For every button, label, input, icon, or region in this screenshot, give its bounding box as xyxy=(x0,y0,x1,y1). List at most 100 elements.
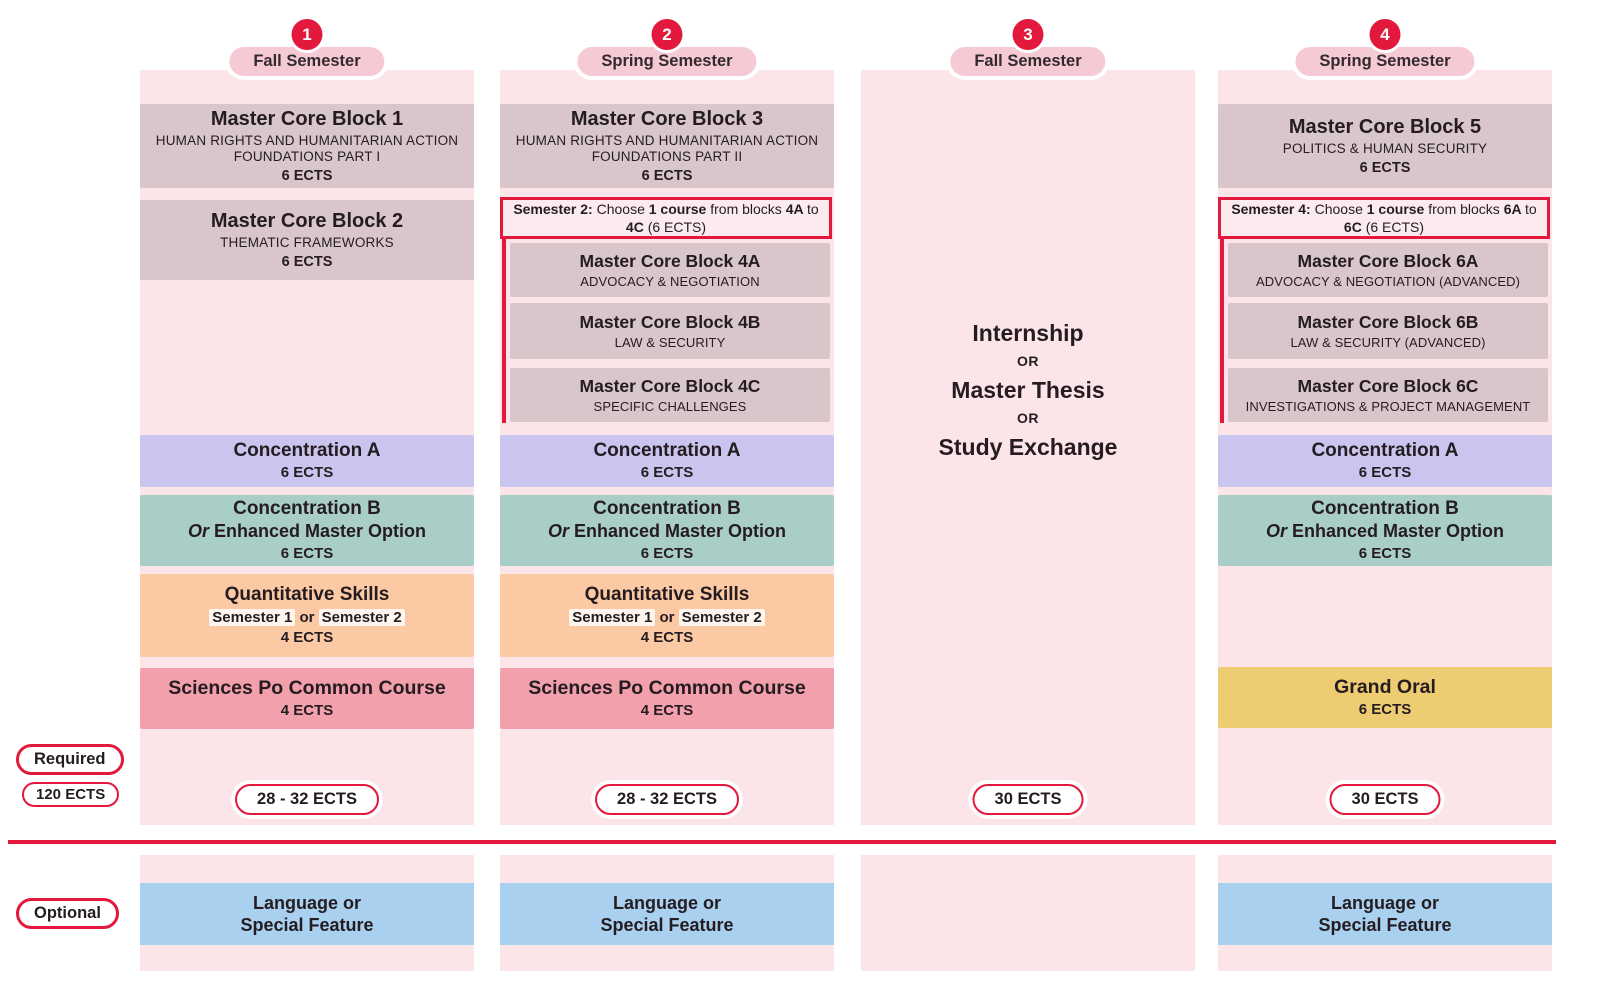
semester-number-badge: 3 xyxy=(1012,19,1044,50)
core-block-4b: Master Core Block 4B LAW & SECURITY xyxy=(510,303,830,359)
language-special-feature-block: Language or Special Feature xyxy=(500,883,834,945)
ects-total: 30 ECTS xyxy=(994,790,1062,808)
block-ects: 6 ECTS xyxy=(281,253,333,270)
total-ects-pill: 120 ECTS xyxy=(22,782,120,807)
semester-label: Fall Semester xyxy=(974,52,1082,70)
core-block-4a: Master Core Block 4A ADVOCACY & NEGOTIAT… xyxy=(510,243,830,297)
block-ects: 6 ECTS xyxy=(1358,701,1412,719)
block-ects: 6 ECTS xyxy=(640,464,694,482)
semester-label: Fall Semester xyxy=(253,52,361,70)
semester-ects-total-pill: 30 ECTS xyxy=(1329,784,1441,815)
language-line2: Special Feature xyxy=(600,915,734,935)
language-line1: Language or xyxy=(1330,892,1439,913)
block-title: Sciences Po Common Course xyxy=(528,676,806,699)
required-legend-pill: Required xyxy=(16,744,124,775)
language-special-feature-block: Language or Special Feature xyxy=(140,883,474,945)
core-block-6a: Master Core Block 6A ADVOCACY & NEGOTIAT… xyxy=(1228,243,1548,297)
semester-ects-total-pill: 28 - 32 ECTS xyxy=(235,784,379,815)
required-section-bg xyxy=(861,70,1195,825)
block-title: Master Core Block 5 xyxy=(1288,115,1482,138)
language-line1: Language or xyxy=(612,892,721,913)
block-ects: 4 ECTS xyxy=(280,629,334,647)
semester-column-4: 4 Spring Semester Master Core Block 5 PO… xyxy=(1218,0,1552,1004)
block-subtitle: SPECIFIC CHALLENGES xyxy=(593,398,747,414)
semester-header: Fall Semester xyxy=(950,47,1106,76)
block-subtitle: Semester 1 or Semester 2 xyxy=(569,609,765,627)
quantitative-skills-block: Quantitative Skills Semester 1 or Semest… xyxy=(140,574,474,657)
core-block-6b: Master Core Block 6B LAW & SECURITY (ADV… xyxy=(1228,303,1548,359)
required-optional-divider xyxy=(8,840,1556,844)
block-subtitle: HUMAN RIGHTS AND HUMANITARIAN ACTION FOU… xyxy=(155,132,459,164)
core-block-4c: Master Core Block 4C SPECIFIC CHALLENGES xyxy=(510,368,830,422)
optional-legend-pill: Optional xyxy=(16,898,119,929)
block-title: Master Core Block 6C xyxy=(1297,375,1479,396)
block-subtitle: ADVOCACY & NEGOTIATION (ADVANCED) xyxy=(1255,273,1521,289)
block-ects: 4 ECTS xyxy=(640,702,694,720)
block-ects: 4 ECTS xyxy=(280,702,334,720)
core-block-3: Master Core Block 3 HUMAN RIGHTS AND HUM… xyxy=(500,104,834,188)
language-line1: Language or xyxy=(252,892,361,913)
language-line2: Special Feature xyxy=(240,915,374,935)
language-special-feature-block: Language or Special Feature xyxy=(1218,883,1552,945)
semester-number-badge: 1 xyxy=(291,19,323,50)
block-title: Concentration B xyxy=(593,498,741,520)
concentration-b-block: Concentration B Or Enhanced Master Optio… xyxy=(140,495,474,566)
block-title: Master Core Block 1 xyxy=(210,107,404,130)
common-course-block: Sciences Po Common Course 4 ECTS xyxy=(500,668,834,729)
block-subtitle: HUMAN RIGHTS AND HUMANITARIAN ACTION FOU… xyxy=(515,132,819,164)
semester-number: 4 xyxy=(1380,24,1390,44)
semester-number-badge: 4 xyxy=(1369,19,1401,50)
block-subtitle: ADVOCACY & NEGOTIATION xyxy=(580,273,760,289)
block-ects: 4 ECTS xyxy=(640,629,694,647)
or-separator: OR xyxy=(1017,353,1039,369)
block-ects: 6 ECTS xyxy=(281,167,333,184)
core-block-1: Master Core Block 1 HUMAN RIGHTS AND HUM… xyxy=(140,104,474,188)
block-title: Master Core Block 6A xyxy=(1297,250,1479,271)
grand-oral-block: Grand Oral 6 ECTS xyxy=(1218,667,1552,728)
semester-number: 3 xyxy=(1023,24,1033,44)
choose-course-note: Semester 2: Choose 1 course from blocks … xyxy=(500,197,832,239)
block-title: Quantitative Skills xyxy=(584,583,750,605)
concentration-a-block: Concentration A 6 ECTS xyxy=(1218,435,1552,487)
concentration-a-block: Concentration A 6 ECTS xyxy=(500,435,834,487)
block-title: Master Core Block 6B xyxy=(1297,311,1479,332)
block-ects: 6 ECTS xyxy=(641,167,693,184)
semester-3-options: Internship OR Master Thesis OR Study Exc… xyxy=(861,318,1195,462)
ects-total: 28 - 32 ECTS xyxy=(257,790,357,808)
total-ects-label: 120 ECTS xyxy=(36,786,106,803)
block-ects: 6 ECTS xyxy=(1359,159,1411,176)
block-ects: 6 ECTS xyxy=(1358,544,1412,562)
semester-number: 1 xyxy=(302,24,312,44)
language-line2: Special Feature xyxy=(1318,915,1452,935)
block-ects: 6 ECTS xyxy=(1358,464,1412,482)
block-title: Sciences Po Common Course xyxy=(168,676,446,699)
block-title: Concentration A xyxy=(593,439,741,461)
semester-column-2: 2 Spring Semester Master Core Block 3 HU… xyxy=(500,0,834,1004)
block-subtitle: THEMATIC FRAMEWORKS xyxy=(220,234,394,250)
block-title: Grand Oral xyxy=(1334,675,1436,698)
block-subtitle: LAW & SECURITY xyxy=(614,334,726,350)
block-subtitle: INVESTIGATIONS & PROJECT MANAGEMENT xyxy=(1245,398,1531,414)
ects-total: 30 ECTS xyxy=(1351,790,1419,808)
block-title: Concentration B xyxy=(233,498,381,520)
block-title: Master Core Block 4B xyxy=(579,311,761,332)
semester-header: Fall Semester xyxy=(229,47,385,76)
semester-label: Spring Semester xyxy=(1319,52,1451,70)
option-internship: Internship xyxy=(972,320,1084,346)
block-subtitle: Or Enhanced Master Option xyxy=(547,521,787,542)
block-ects: 6 ECTS xyxy=(280,544,334,562)
optional-label: Optional xyxy=(34,904,101,922)
core-block-6c: Master Core Block 6C INVESTIGATIONS & PR… xyxy=(1228,368,1548,422)
block-title: Master Core Block 3 xyxy=(570,107,764,130)
choose-course-note: Semester 4: Choose 1 course from blocks … xyxy=(1218,197,1550,239)
concentration-b-block: Concentration B Or Enhanced Master Optio… xyxy=(1218,495,1552,566)
block-ects: 6 ECTS xyxy=(640,544,694,562)
block-ects: 6 ECTS xyxy=(280,464,334,482)
block-title: Concentration A xyxy=(233,439,381,461)
block-title: Master Core Block 4C xyxy=(579,375,761,396)
semester-header: Spring Semester xyxy=(577,47,757,76)
required-label: Required xyxy=(34,750,106,768)
or-separator: OR xyxy=(1017,410,1039,426)
semester-header: Spring Semester xyxy=(1295,47,1475,76)
